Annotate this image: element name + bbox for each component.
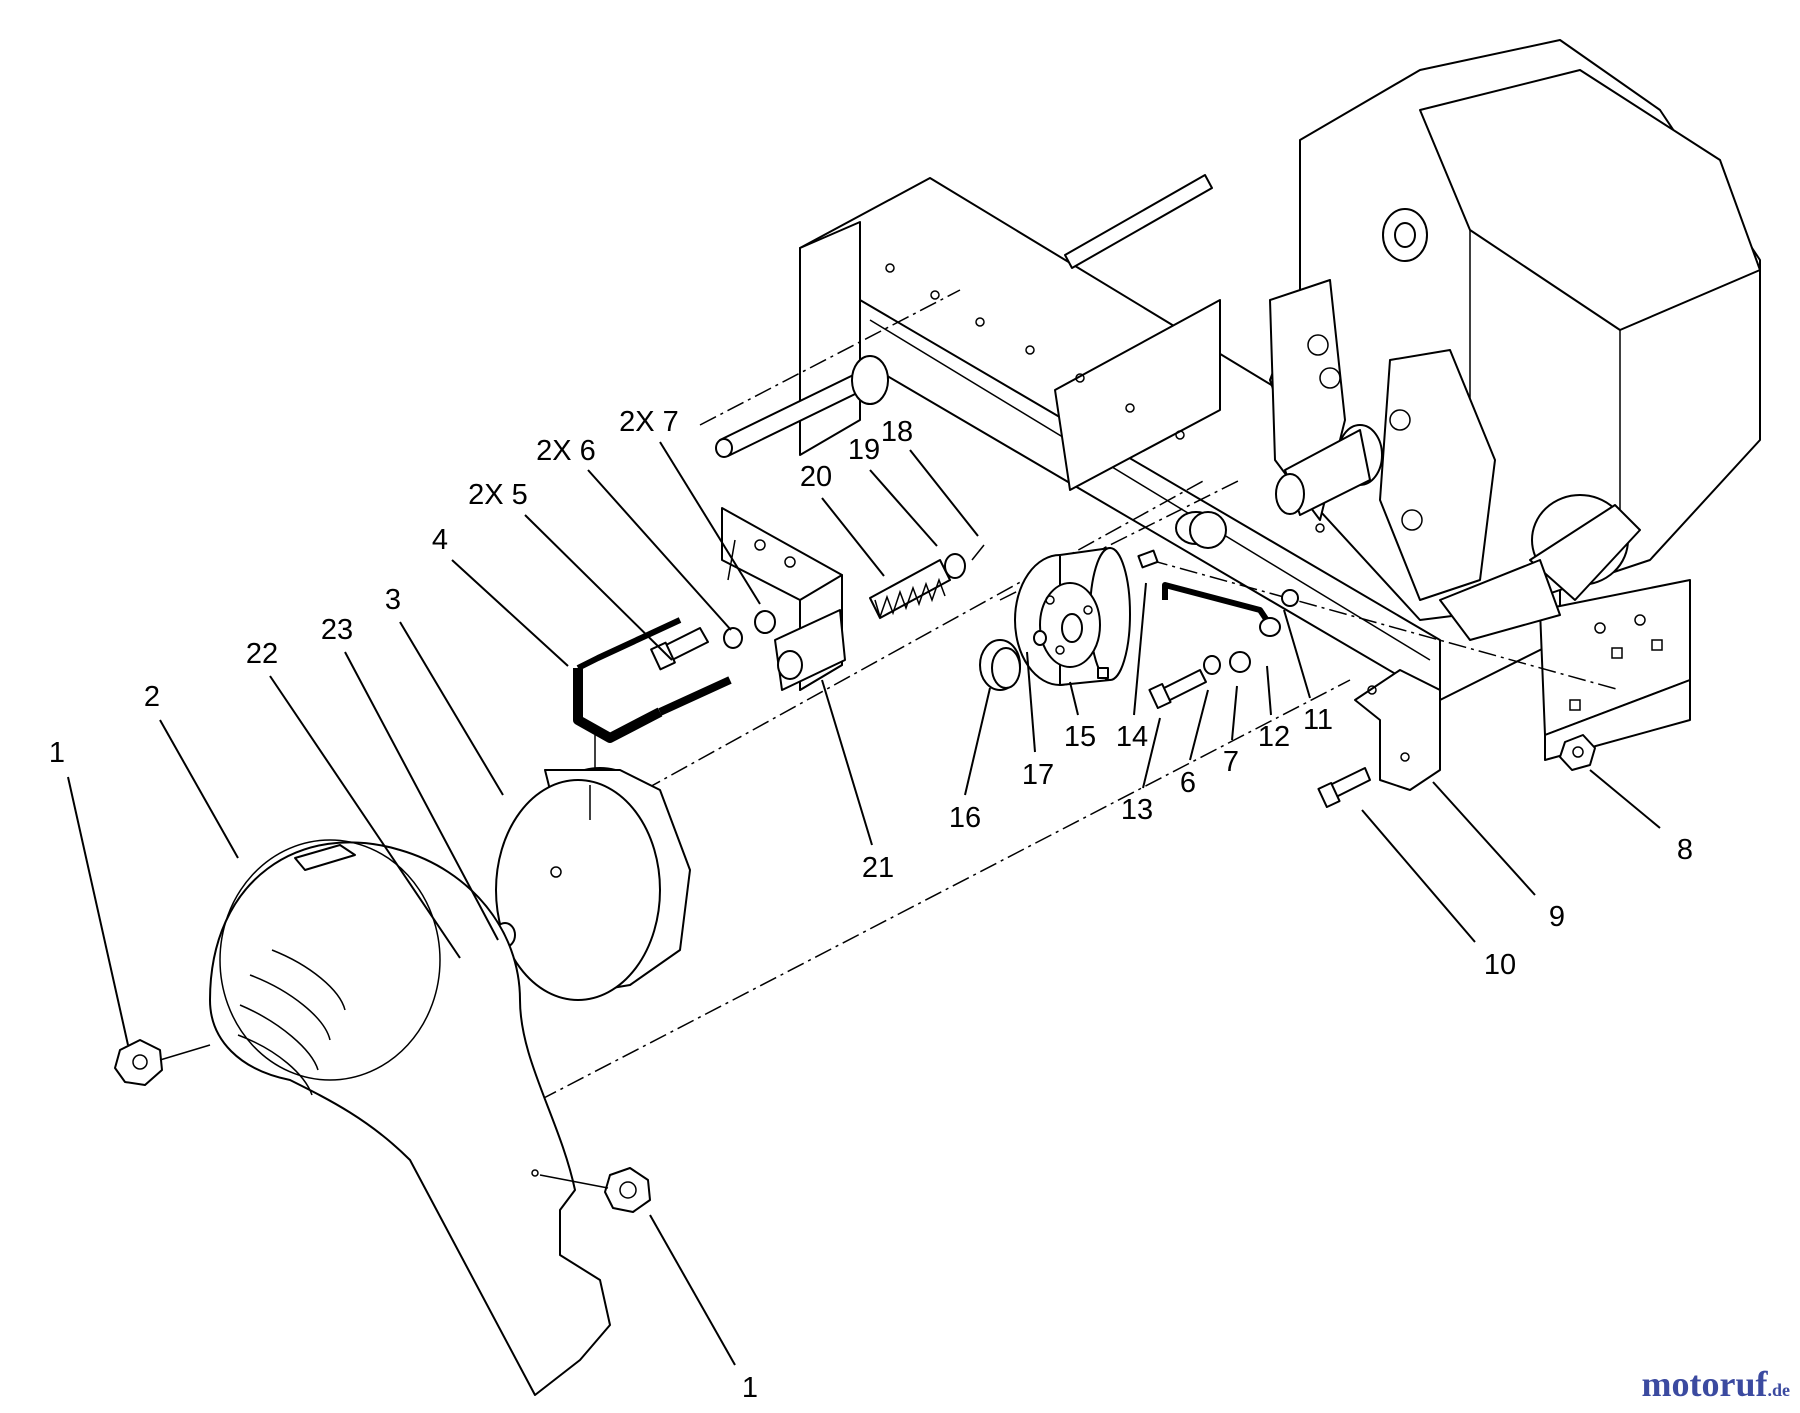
knob-1-left [114, 1039, 211, 1086]
pulley-15 [1014, 547, 1159, 686]
callout-label-18: 18 [881, 416, 913, 448]
callout-label-16: 16 [949, 802, 981, 834]
leader-line-2x-5 [524, 514, 673, 661]
fasteners-5-6-7 [650, 610, 776, 671]
leader-line-1 [649, 1214, 736, 1366]
leader-line-1 [67, 776, 129, 1046]
leader-line-12 [1266, 665, 1272, 716]
leader-line-9 [1432, 781, 1536, 896]
bushing-16 [979, 639, 1021, 691]
leader-line-6 [1189, 689, 1209, 761]
leader-line-21 [821, 679, 873, 846]
callout-label-15: 15 [1064, 721, 1096, 753]
knob-1-right [539, 1167, 651, 1213]
leader-line-4 [451, 559, 569, 667]
leader-line-17 [1026, 651, 1036, 753]
callout-label-11: 11 [1303, 704, 1333, 736]
callout-label-1: 1 [49, 737, 65, 769]
leader-line-15 [1069, 681, 1079, 716]
callout-label-14: 14 [1116, 721, 1148, 753]
leader-line-16 [964, 687, 991, 796]
callout-label-17: 17 [1022, 759, 1054, 791]
washer-17 [1033, 630, 1047, 646]
leader-line-14 [1133, 582, 1147, 716]
blower-cover-2 [209, 839, 611, 1396]
leader-line-2x-6 [587, 469, 732, 631]
callout-label-2x-7: 2X 7 [619, 406, 679, 438]
leader-line-19 [869, 469, 938, 547]
leader-line-7 [1231, 685, 1238, 741]
callout-label-8: 8 [1677, 834, 1693, 866]
callout-label-2: 2 [144, 681, 160, 713]
callout-label-21: 21 [862, 852, 894, 884]
bushing-14 [1175, 511, 1227, 549]
callout-label-7: 7 [1223, 746, 1239, 778]
callout-label-12: 12 [1258, 721, 1290, 753]
leader-line-18 [909, 449, 979, 537]
callout-label-1: 1 [742, 1372, 758, 1404]
nut-8 [1559, 734, 1596, 771]
leader-line-11 [1283, 609, 1311, 699]
watermark-brand: motoruf [1641, 1364, 1768, 1404]
lever-12 [1162, 582, 1299, 637]
leader-line-2x-7 [659, 441, 761, 605]
callout-label-20: 20 [800, 461, 832, 493]
callout-label-3: 3 [385, 584, 401, 616]
callout-label-10: 10 [1484, 949, 1516, 981]
mounting-bracket-21 [721, 507, 846, 691]
leader-line-23 [344, 651, 499, 941]
callout-label-19: 19 [848, 434, 880, 466]
leader-line-13 [1142, 717, 1161, 789]
watermark-logo: motoruf.de [1642, 1363, 1790, 1405]
callout-label-23: 23 [321, 614, 353, 646]
callout-leaders [67, 441, 1661, 1366]
blower-housing-3 [495, 767, 691, 1001]
watermark-suffix: .de [1767, 1380, 1791, 1400]
callout-label-22: 22 [246, 638, 278, 670]
callout-label-2x-6: 2X 6 [536, 435, 596, 467]
callout-label-4: 4 [432, 524, 448, 556]
bracket-9 [1354, 669, 1441, 791]
spring-20 [869, 544, 985, 620]
callout-label-2x-5: 2X 5 [468, 479, 528, 511]
leader-line-20 [821, 497, 885, 577]
bolt-13 [1148, 651, 1251, 710]
engine-block [1269, 39, 1761, 641]
callout-label-6: 6 [1180, 767, 1196, 799]
callout-label-9: 9 [1549, 901, 1565, 933]
leader-line-8 [1589, 769, 1661, 829]
bolt-10 [1317, 767, 1371, 809]
leader-line-3 [399, 621, 504, 796]
leader-line-22 [269, 675, 461, 959]
leader-line-2 [159, 719, 239, 859]
callout-label-13: 13 [1121, 794, 1153, 826]
leader-line-10 [1361, 809, 1476, 943]
